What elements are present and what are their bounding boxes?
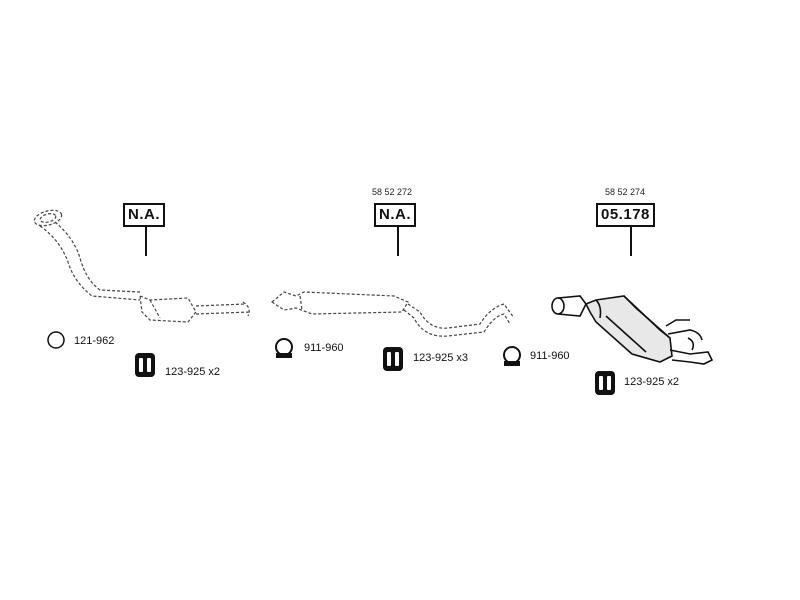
middle-muffler-drawing: [270, 291, 515, 337]
middle-part-number-box[interactable]: N.A.: [374, 203, 416, 227]
rubber-mount-icon: [383, 347, 403, 371]
clamp-icon: [503, 346, 521, 366]
clamp-label-middle[interactable]: 911-960: [304, 342, 344, 354]
middle-oe-number: 58 52 272: [372, 187, 413, 197]
gasket-ring-icon: [47, 331, 65, 349]
front-part-number-box[interactable]: N.A.: [123, 203, 165, 227]
rubber-mount-label-rear[interactable]: 123-925 x2: [624, 376, 680, 388]
gasket-label[interactable]: 121-962: [74, 335, 115, 347]
rear-muffler-drawing: [551, 295, 714, 365]
rubber-mount-label-middle[interactable]: 123-925 x3: [413, 352, 469, 364]
front-pipe-catalyst-drawing: [33, 209, 251, 323]
rear-oe-number: 58 52 274: [605, 187, 646, 197]
rubber-mount-label-front[interactable]: 123-925 x2: [165, 366, 221, 378]
rear-part-number-box[interactable]: 05.178: [596, 203, 655, 227]
rubber-mount-icon: [135, 353, 155, 377]
clamp-icon: [275, 338, 293, 358]
clamp-label-rear[interactable]: 911-960: [530, 350, 570, 362]
rubber-mount-icon: [595, 371, 615, 395]
